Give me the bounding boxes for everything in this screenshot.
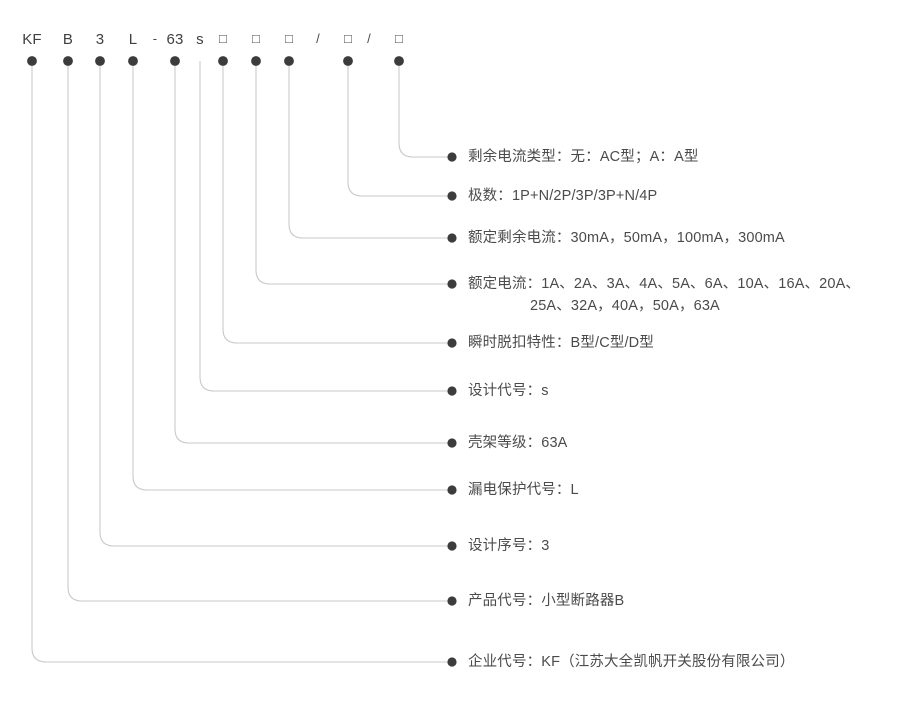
leader-line-frame-rating [174, 61, 452, 444]
callout-label-line: 25A、32A，40A，50A，63A [530, 298, 720, 315]
callout-label-enterprise-code: 企业代号：KF（江苏大全凯帆开关股份有限公司） [468, 651, 794, 673]
callout-label-line: 漏电保护代号：L [468, 482, 579, 498]
callout-label-rated-residual-current: 额定剩余电流：30mA，50mA，100mA，300mA [468, 227, 785, 249]
code-anchor-dot-1 [63, 56, 73, 66]
callout-label-product-code: 产品代号：小型断路器B [468, 590, 624, 612]
callout-label-earth-leakage-code: 漏电保护代号：L [468, 479, 579, 501]
code-anchor-dot-8 [251, 56, 261, 66]
leader-line-design-code [199, 61, 452, 392]
callout-label-line: 剩余电流类型：无：AC型；A：A型 [468, 149, 699, 165]
callout-label-line: 企业代号：KF（江苏大全凯帆开关股份有限公司） [468, 654, 795, 670]
callout-label-line: 产品代号：小型断路器B [468, 593, 625, 609]
code-token-6: s [196, 31, 204, 48]
code-anchor-dot-7 [218, 56, 228, 66]
code-token-12: / [367, 31, 371, 46]
code-token-5: 63 [166, 31, 184, 48]
callout-label-line: 额定电流：1A、2A、3A、4A、5A、6A、10A、16A、20A、 [468, 276, 861, 292]
code-anchor-dot-13 [394, 56, 404, 66]
code-anchor-dot-5 [170, 56, 180, 66]
callout-label-line: 设计代号：s [468, 383, 549, 399]
code-token-2: 3 [95, 31, 105, 48]
code-token-1: B [62, 31, 74, 48]
callout-label-instantaneous-trip-characteristic: 瞬时脱扣特性：B型/C型/D型 [468, 332, 654, 354]
code-token-3: L [128, 31, 138, 48]
code-anchor-dot-0 [27, 56, 37, 66]
code-token-7: □ [218, 31, 228, 46]
code-anchor-dot-2 [95, 56, 105, 66]
code-anchor-dot-11 [343, 56, 353, 66]
leader-line-pole-number [347, 61, 452, 197]
code-anchor-dot-3 [128, 56, 138, 66]
code-token-0: KF [22, 31, 42, 48]
code-token-11: □ [343, 31, 353, 46]
code-token-13: □ [394, 31, 404, 46]
callout-dot-residual-current-type [447, 152, 457, 162]
callout-label-design-code: 设计代号：s [468, 380, 549, 402]
callout-label-design-serial-number: 设计序号：3 [468, 535, 549, 557]
callout-dot-earth-leakage-code [447, 485, 457, 495]
leader-line-product-code [67, 61, 452, 602]
leader-line-rated-current [255, 61, 452, 285]
callout-dot-enterprise-code [447, 657, 457, 667]
callout-label-line: 设计序号：3 [468, 538, 550, 554]
callout-label-line: 瞬时脱扣特性：B型/C型/D型 [468, 335, 654, 351]
callout-dot-frame-rating [447, 438, 457, 448]
callout-label-line: 壳架等级：63A [468, 435, 568, 451]
callout-dot-design-serial-number [447, 541, 457, 551]
leader-line-earth-leakage-code [132, 61, 452, 491]
callout-label-frame-rating: 壳架等级：63A [468, 432, 568, 454]
leader-line-residual-current-type [398, 61, 452, 158]
callout-dot-pole-number [447, 191, 457, 201]
callout-label-rated-current: 额定电流：1A、2A、3A、4A、5A、6A、10A、16A、20A、 25A、3… [468, 273, 860, 318]
callout-label-pole-number: 极数：1P+N/2P/3P/3P+N/4P [468, 185, 657, 207]
callout-label-residual-current-type: 剩余电流类型：无：AC型；A：A型 [468, 146, 699, 168]
code-token-9: □ [284, 31, 294, 46]
leader-line-instantaneous-trip-characteristic [222, 61, 452, 344]
leader-line-enterprise-code [31, 61, 452, 663]
leader-line-rated-residual-current [288, 61, 452, 239]
callout-label-line: 极数：1P+N/2P/3P/3P+N/4P [468, 188, 658, 204]
callout-dot-rated-residual-current [447, 233, 457, 243]
code-token-4: - [152, 31, 158, 46]
callout-dot-rated-current [447, 279, 457, 289]
callout-dot-instantaneous-trip-characteristic [447, 338, 457, 348]
callout-dot-product-code [447, 596, 457, 606]
code-token-8: □ [251, 31, 261, 46]
callout-dot-design-code [447, 386, 457, 396]
code-token-10: / [316, 31, 320, 46]
leader-line-design-serial-number [99, 61, 452, 547]
code-anchor-dot-9 [284, 56, 294, 66]
callout-label-line: 额定剩余电流：30mA，50mA，100mA，300mA [468, 230, 785, 246]
